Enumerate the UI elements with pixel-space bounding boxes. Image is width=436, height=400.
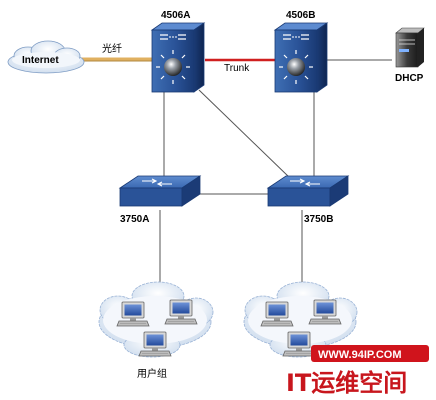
dhcp-label: DHCP: [395, 73, 424, 84]
computer-icon: [164, 299, 198, 325]
internet-label: Internet: [22, 55, 59, 66]
core-switch-4506b: 4506B: [273, 10, 329, 93]
cloud-icon: [7, 40, 85, 74]
access-switch-3750b: 3750B: [266, 175, 350, 225]
links: [78, 57, 392, 290]
server-icon: [395, 27, 425, 68]
switch-icon: [266, 175, 350, 207]
computer-icon: [116, 301, 150, 327]
user-cloud-b: [243, 281, 358, 358]
watermark-title: IT运维空间: [286, 369, 407, 397]
computer-icon: [138, 331, 172, 357]
user-cloud-a: [98, 281, 214, 358]
computer-icon: [282, 331, 316, 357]
core-switch-4506b-label: 4506B: [286, 10, 315, 21]
core-a-access-b-link: [198, 89, 291, 179]
watermark-url-badge: [311, 345, 429, 362]
trunk-label: Trunk: [224, 63, 250, 74]
watermark: WWW.94IP.COM IT运维空间: [286, 345, 429, 397]
computer-icon: [260, 301, 294, 327]
access-switch-3750a-label: 3750A: [120, 214, 149, 225]
core-switch-icon: [150, 22, 206, 93]
fiber-label: 光纤: [102, 42, 122, 55]
internet-cloud: Internet: [7, 40, 85, 74]
user-group-label: 用户组: [137, 367, 167, 380]
access-switch-3750a: 3750A: [118, 175, 202, 225]
core-switch-4506a: 4506A: [150, 10, 206, 93]
switch-icon: [118, 175, 202, 207]
dhcp-server: DHCP: [395, 27, 425, 84]
core-switch-icon: [273, 22, 329, 93]
computer-icon: [308, 299, 342, 325]
watermark-url: WWW.94IP.COM: [318, 349, 402, 361]
core-switch-4506a-label: 4506A: [161, 10, 190, 21]
access-switch-3750b-label: 3750B: [304, 214, 333, 225]
